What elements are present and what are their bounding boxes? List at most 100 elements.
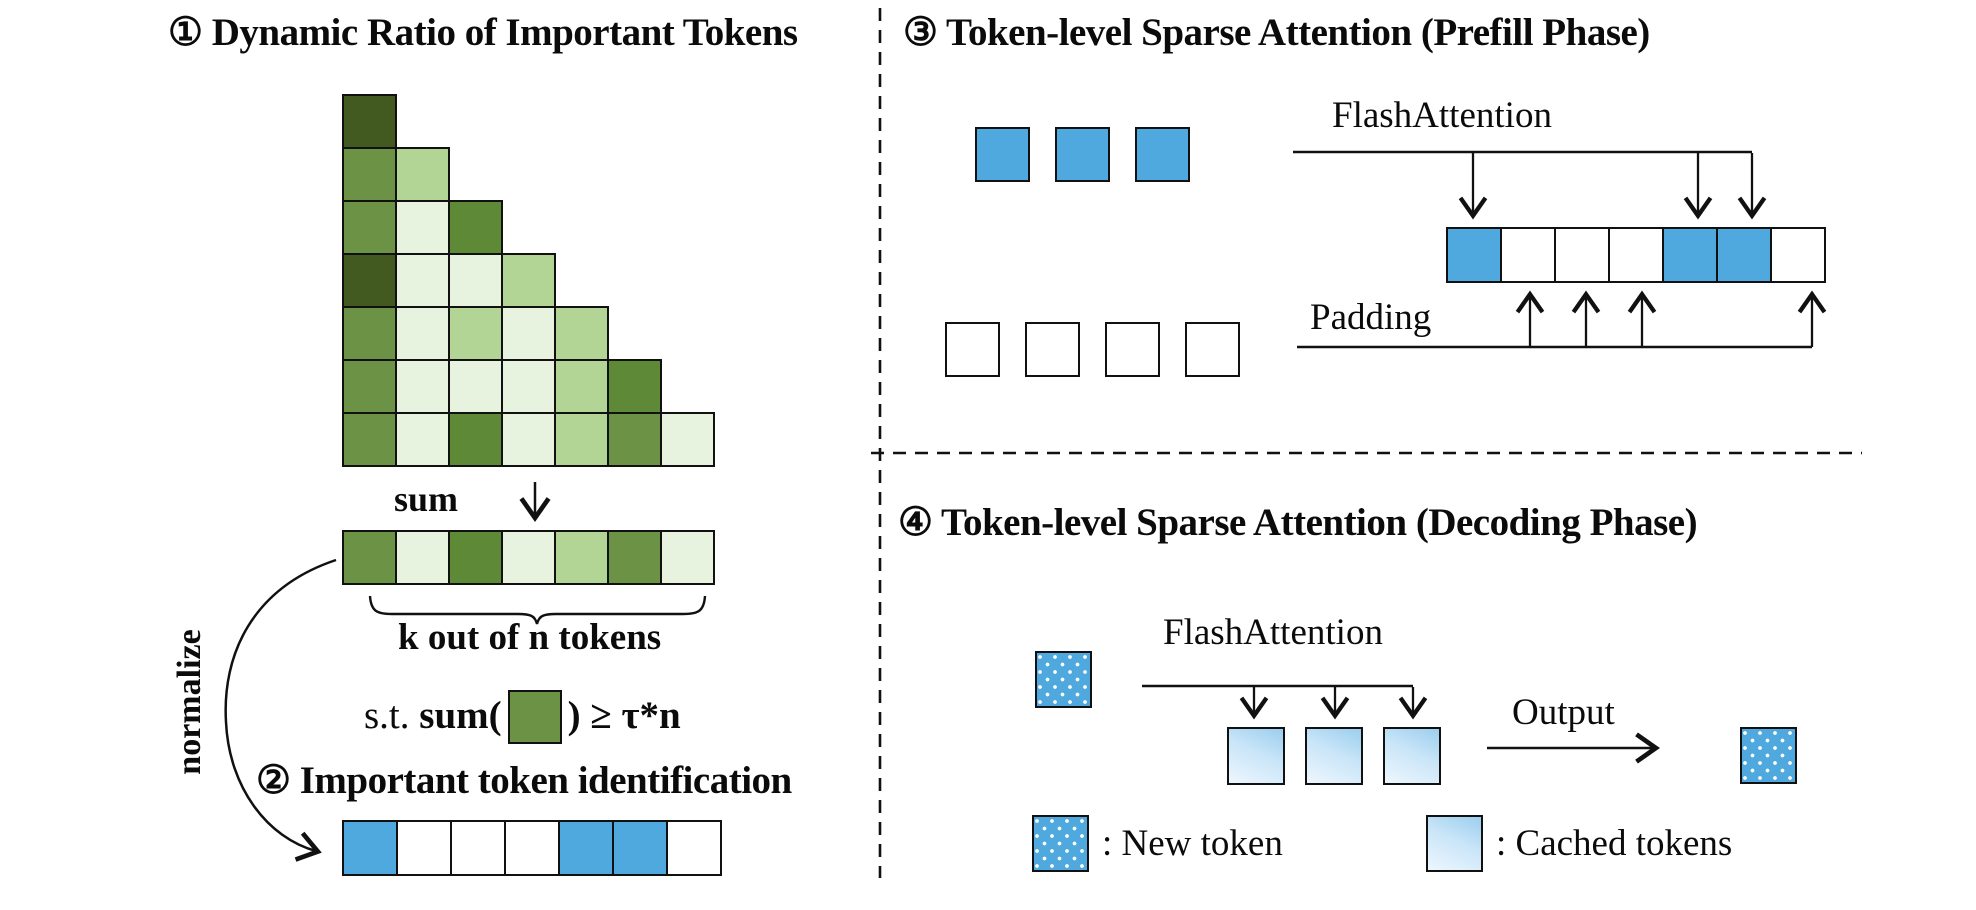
section3-title: ③ Token-level Sparse Attention (Prefill … [903,11,1650,54]
threshold-formula: s.t. sum( ) ≥ τ*n [364,690,681,744]
token-cell-med [342,530,397,585]
legend-new-token-label: : New token [1102,823,1283,864]
token-cell-light [554,306,609,361]
cached-token-square-3 [1383,727,1441,785]
output-label: Output [1512,692,1615,733]
cached-token-square-1 [1227,727,1285,785]
token-cell-med [607,412,662,467]
token-row [945,322,1240,377]
token-cell-white [666,820,722,876]
token-cell-vlight [501,412,556,467]
token-cell-med [342,147,397,202]
k-out-of-n-label: k out of n tokens [398,617,662,658]
formula-green-square [507,690,562,744]
token-cell-vlight [448,359,503,414]
token-cell-med2 [607,359,662,414]
token-cell-med [342,412,397,467]
token-cell-blue [1662,227,1718,283]
token-cell-white [945,322,1000,377]
section4-title: ④ Token-level Sparse Attention (Decoding… [898,501,1698,544]
important-token-row [342,820,722,876]
normalize-curved-arrow [224,558,337,862]
token-cell-white [1025,322,1080,377]
token-row [1446,227,1826,283]
token-cell-med [607,530,662,585]
token-cell-blue [342,820,398,876]
merged-token-row [1446,227,1826,283]
token-cell-vlight [395,200,450,255]
padding-tokens-group [945,322,1240,377]
token-cell-blue [1716,227,1772,283]
token-cell-white [1500,227,1556,283]
token-cell-med [342,200,397,255]
token-row [342,412,715,467]
token-cell-vlight [660,530,715,585]
token-cell-white [1185,322,1240,377]
token-row [342,820,722,876]
underbrace [368,595,707,625]
token-cell-med [342,359,397,414]
token-cell-white [504,820,560,876]
token-row [342,94,715,149]
token-cell-blue [975,127,1030,182]
token-cell-vlight [448,253,503,308]
attention-score-triangle [342,94,715,467]
token-cell-dark [342,253,397,308]
token-cell-med2 [448,412,503,467]
token-cell-med [342,306,397,361]
token-cell-blue [1446,227,1502,283]
sum-label: sum [394,479,459,519]
formula-prefix: s.t. [364,694,420,737]
new-token-square [1035,651,1092,708]
token-cell-light [448,306,503,361]
token-row [342,147,715,202]
token-row [342,530,715,585]
section1-title: ① Dynamic Ratio of Important Tokens [168,11,798,54]
formula-sum: sum( [419,694,502,737]
padding-label: Padding [1310,297,1432,338]
token-cell-vlight [660,412,715,467]
token-cell-vlight [501,359,556,414]
formula-rest: ) ≥ τ*n [567,694,681,737]
token-cell-med2 [448,200,503,255]
token-cell-vlight [501,530,556,585]
token-cell-med2 [448,530,503,585]
legend-new-token-swatch [1032,815,1089,872]
token-cell-dark [342,94,397,149]
token-cell-white [1770,227,1826,283]
token-cell-blue [612,820,668,876]
token-cell-vlight [395,530,450,585]
token-cell-vlight [395,253,450,308]
flashattention-label-decode: FlashAttention [1163,612,1383,653]
token-cell-light [395,147,450,202]
token-cell-light [501,253,556,308]
token-cell-white [1105,322,1160,377]
token-cell-blue [558,820,614,876]
token-cell-light [554,359,609,414]
legend-cached-token-swatch [1426,815,1483,872]
token-row [342,306,715,361]
token-cell-blue [1135,127,1190,182]
important-tokens-group [975,127,1190,182]
flashattention-label-prefill: FlashAttention [1332,95,1552,136]
token-cell-white [396,820,452,876]
token-cell-white [1608,227,1664,283]
token-cell-vlight [395,359,450,414]
cached-token-square-2 [1305,727,1363,785]
token-cell-blue [1055,127,1110,182]
token-row [342,200,715,255]
token-cell-light [554,530,609,585]
token-cell-light [554,412,609,467]
token-row [342,359,715,414]
token-row [342,253,715,308]
legend-cached-tokens-label: : Cached tokens [1496,823,1733,864]
output-token-square [1740,727,1797,784]
token-cell-white [450,820,506,876]
token-cell-white [1554,227,1610,283]
token-row [975,127,1190,182]
section2-title: ② Important token identification [256,759,792,802]
token-cell-vlight [395,306,450,361]
normalize-label: normalize [171,629,208,775]
token-cell-vlight [395,412,450,467]
